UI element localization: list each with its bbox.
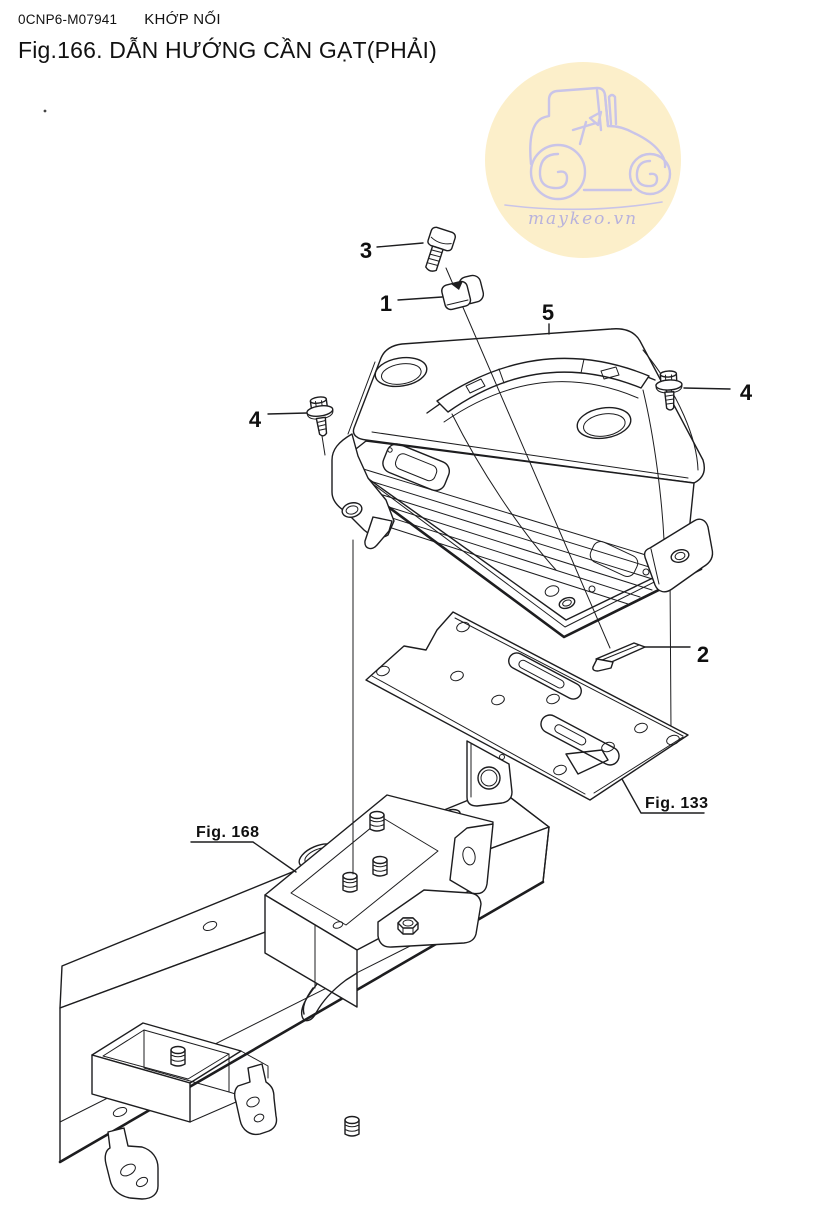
mounting-plate-fig133	[365, 611, 705, 814]
bracket-stud	[342, 871, 358, 893]
rail-bracket	[264, 794, 494, 1022]
bracket-stud	[372, 855, 388, 877]
watermark: maykeo.vn	[485, 62, 681, 258]
leader-1	[397, 296, 443, 301]
part-1-nut	[441, 274, 485, 311]
tray-stud	[170, 1045, 186, 1067]
section-label: KHỚP NỐI	[144, 11, 221, 28]
part-3-screw	[425, 226, 456, 272]
callout-4-right-label: 4	[740, 380, 753, 405]
bracket-stud	[369, 810, 385, 832]
rail-stud	[344, 1115, 360, 1137]
callout-1-label: 1	[380, 291, 392, 316]
leader-3	[376, 242, 424, 248]
watermark-text: maykeo.vn	[528, 209, 638, 229]
callout-3-label: 3	[360, 238, 372, 263]
page-header: 0CNP6-M07941 KHỚP NỐI	[18, 11, 221, 28]
fig-133-ref: Fig. 133	[645, 795, 709, 812]
tractor-icon	[504, 86, 672, 211]
leader-4-right	[683, 387, 731, 390]
callout-4-left-label: 4	[249, 407, 262, 432]
doc-code: 0CNP6-M07941	[18, 12, 118, 27]
axis-left	[321, 435, 354, 875]
callout-5-label: 5	[542, 300, 554, 325]
frame-end-tray	[91, 1022, 278, 1200]
axis-diagonal	[445, 267, 611, 649]
part-5-guide-cover	[331, 328, 714, 639]
leader-4-left	[267, 412, 308, 415]
part-2-clip	[592, 642, 646, 672]
callout-labels: 3 1 5 4 4 2 Fig. 133 Fig. 168	[190, 238, 753, 873]
part-4-bolt-left	[304, 394, 337, 439]
fig-168-ref: Fig. 168	[196, 824, 260, 841]
figure-caption: Fig.166. DẪN HƯỚNG CẦN GẠT(PHẢI)	[18, 37, 437, 63]
frame-rail-fig168	[58, 787, 550, 1200]
leader-fig-168	[190, 841, 297, 873]
callout-2-label: 2	[697, 642, 709, 667]
hex-nut	[397, 917, 419, 935]
leader-fig-133	[621, 778, 705, 814]
stray-mark	[43, 109, 47, 113]
